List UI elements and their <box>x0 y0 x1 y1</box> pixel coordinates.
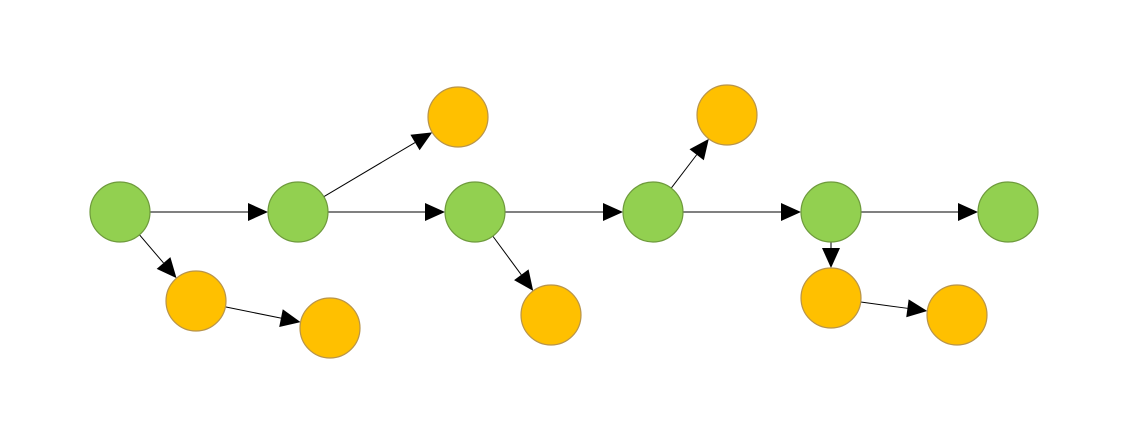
green-circle-node <box>622 181 684 243</box>
green-circle-node <box>267 181 329 243</box>
arrowhead-icon <box>822 248 840 268</box>
green-circle-node <box>800 181 862 243</box>
edge-arrow-m2-m3 <box>328 203 445 221</box>
orange-circle-node <box>520 284 582 346</box>
edge-arrow-b1-b2 <box>225 306 301 327</box>
arrowhead-icon <box>248 203 268 221</box>
branch-node-b4 <box>520 284 582 346</box>
orange-circle-node <box>696 84 758 146</box>
main-node-m5 <box>800 181 862 243</box>
arrowhead-icon <box>689 138 709 161</box>
edge-arrow-m1-m2 <box>150 203 268 221</box>
edge-arrow-m5-b6 <box>822 242 840 268</box>
main-node-m2 <box>267 181 329 243</box>
green-circle-node <box>444 181 506 243</box>
edge-arrow-m5-m6 <box>861 203 978 221</box>
arrowhead-icon <box>781 203 801 221</box>
orange-circle-node <box>926 284 988 346</box>
main-node-m3 <box>444 181 506 243</box>
orange-circle-node <box>800 267 862 329</box>
edge-line <box>860 301 908 309</box>
edge-line <box>323 142 416 198</box>
green-circle-node <box>977 181 1039 243</box>
arrowhead-icon <box>156 257 177 279</box>
green-circle-node <box>89 181 151 243</box>
branch-node-b6 <box>800 267 862 329</box>
orange-circle-node <box>165 270 227 332</box>
nodes-layer <box>89 84 1039 359</box>
edge-arrow-m1-b1 <box>139 234 177 279</box>
orange-circle-node <box>427 86 489 148</box>
edge-line <box>670 154 698 189</box>
main-node-m1 <box>89 181 151 243</box>
edge-arrow-m3-m4 <box>505 203 623 221</box>
edge-arrow-m4-m5 <box>683 203 801 221</box>
main-node-m6 <box>977 181 1039 243</box>
branch-node-b5 <box>696 84 758 146</box>
orange-circle-node <box>299 297 361 359</box>
edges-layer <box>139 132 978 327</box>
branch-node-b2 <box>299 297 361 359</box>
edge-line <box>139 234 164 264</box>
arrowhead-icon <box>906 299 928 318</box>
edge-arrow-m2-b3 <box>323 132 433 198</box>
arrowhead-icon <box>425 203 445 221</box>
branch-node-b3 <box>427 86 489 148</box>
arrowhead-icon <box>279 309 301 327</box>
edge-arrow-m4-b5 <box>670 138 709 189</box>
main-node-m4 <box>622 181 684 243</box>
edge-line <box>225 306 282 319</box>
branch-node-b1 <box>165 270 227 332</box>
edge-arrow-m3-b4 <box>492 235 534 291</box>
arrowhead-icon <box>514 269 534 291</box>
arrowhead-icon <box>958 203 978 221</box>
edge-arrow-b6-b7 <box>860 299 928 318</box>
arrowhead-icon <box>410 132 433 151</box>
arrowhead-icon <box>603 203 623 221</box>
branch-node-b7 <box>926 284 988 346</box>
edge-line <box>492 235 522 276</box>
